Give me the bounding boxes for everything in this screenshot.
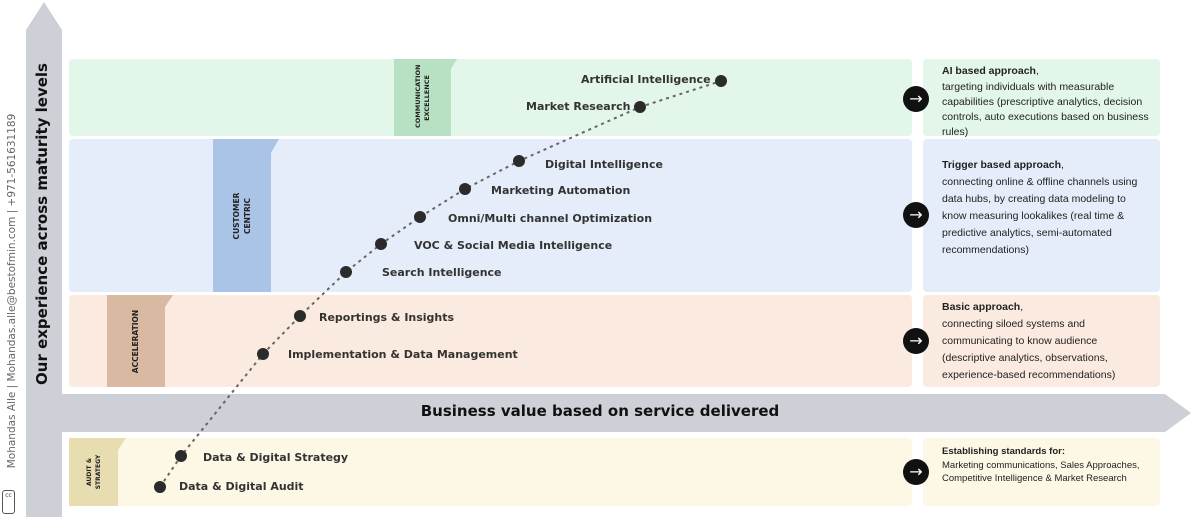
tab-audit-flag (118, 438, 126, 450)
milestone-dot (294, 310, 306, 322)
arrow-right-icon[interactable]: → (903, 202, 929, 228)
milestone-dot (340, 266, 352, 278)
tab-acceleration: ACCELERATION (107, 295, 165, 387)
tab-customer-centric: CUSTOMER CENTRIC (213, 139, 271, 292)
description-standards-body: Marketing communications, Sales Approach… (942, 459, 1140, 485)
milestone-dot (414, 211, 426, 223)
description-trigger-body: connecting online & offline channels usi… (942, 176, 1138, 256)
milestone-dot (257, 348, 269, 360)
x-axis-arrow (62, 394, 1191, 432)
description-trigger-title: Trigger based approach (942, 159, 1062, 171)
description-ai-title: AI based approach (942, 65, 1036, 77)
milestone-dot (154, 481, 166, 493)
copyright-icon: cc (2, 490, 15, 514)
maturity-path (159, 80, 722, 488)
milestone-dot (715, 75, 727, 87)
milestone-dot (459, 183, 471, 195)
milestone-label: Data & Digital Strategy (203, 451, 349, 464)
description-ai-suffix: , (1035, 65, 1039, 77)
tab-audit-strategy: AUDIT & STRATEGY (69, 438, 118, 506)
description-ai: AI based approach, targeting individuals… (923, 59, 1160, 138)
description-ai-body: targeting individuals with measurable ca… (942, 81, 1149, 138)
description-basic-body: connecting siloed systems and communicat… (942, 318, 1116, 381)
milestone-label: Reportings & Insights (319, 311, 455, 324)
milestone-label: Artificial Intelligence (581, 73, 711, 86)
milestone-label: Marketing Automation (491, 184, 631, 197)
milestone-label: Omni/Multi channel Optimization (448, 212, 653, 225)
tab-communication-excellence: COMMUNICATION EXCELLENCE (394, 59, 451, 136)
description-trigger-suffix: , (1061, 159, 1064, 171)
tab-communication-flag (451, 59, 457, 69)
arrow-right-icon[interactable]: → (903, 459, 929, 485)
arrow-right-icon[interactable]: → (903, 328, 929, 354)
description-basic-title: Basic approach (942, 301, 1021, 313)
milestone-label: Search Intelligence (382, 266, 502, 279)
milestone-dot (513, 155, 525, 167)
milestone-label: Digital Intelligence (545, 158, 663, 171)
milestone-dot (634, 101, 646, 113)
description-standards-title: Establishing standards for: (942, 446, 1065, 457)
milestone-dot (175, 450, 187, 462)
band-customer-centric (69, 139, 912, 292)
band-audit-strategy (69, 438, 912, 506)
band-communication-excellence (69, 59, 912, 136)
description-basic-suffix: , (1020, 301, 1024, 313)
milestone-dot (375, 238, 387, 250)
milestone-label: Implementation & Data Management (288, 348, 518, 361)
milestone-label: Data & Digital Audit (179, 480, 304, 493)
tab-customer-flag (271, 139, 279, 153)
description-standards: Establishing standards for: Marketing co… (923, 438, 1160, 506)
milestone-label: Market Research (526, 100, 631, 113)
arrow-right-icon[interactable]: → (903, 86, 929, 112)
milestone-label: VOC & Social Media Intelligence (414, 239, 613, 252)
x-axis-title: Business value based on service delivere… (420, 402, 780, 420)
y-axis-arrow (26, 2, 62, 517)
description-basic: Basic approach, connecting siloed system… (923, 295, 1160, 387)
tab-acceleration-flag (165, 295, 173, 307)
band-acceleration (69, 295, 912, 387)
description-trigger: Trigger based approach, connecting onlin… (923, 139, 1160, 292)
